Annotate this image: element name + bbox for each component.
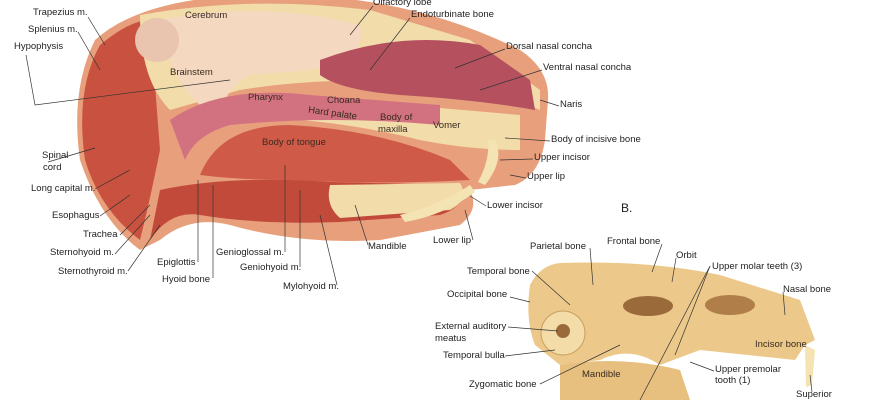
superior-incisor — [805, 345, 815, 387]
lower-incisor-shape — [400, 185, 475, 222]
brain — [160, 11, 362, 110]
label-occipital-bone: Occipital bone — [447, 289, 508, 300]
label-brainstem: Brainstem — [170, 67, 213, 78]
orbit-shape — [623, 296, 673, 316]
label-esophagus: Esophagus — [52, 210, 100, 221]
label-body-of-maxilla-1: Body of — [380, 112, 413, 123]
mandible-b — [560, 361, 690, 400]
leader-lines-a — [25, 5, 560, 286]
label-hyoid-bone: Hyoid bone — [162, 274, 211, 285]
auditory-meatus — [556, 324, 570, 338]
panel-b-title: B. — [621, 201, 633, 215]
label-spinal-cord-1: Spinal — [42, 150, 69, 161]
label-spinal-cord-2: cord — [43, 162, 62, 173]
label-zygomatic-bone: Zygomatic bone — [469, 379, 537, 390]
label-sternohyoid: Sternohyoid m. — [50, 247, 114, 258]
label-ventral-nasal-concha: Ventral nasal concha — [543, 62, 632, 73]
label-upper-lip: Upper lip — [527, 171, 566, 182]
label-body-of-tongue: Body of tongue — [262, 137, 326, 148]
label-external-auditory-1: External auditory — [435, 321, 507, 332]
label-upper-incisor: Upper incisor — [534, 152, 590, 163]
sagittal-head-section — [77, 0, 549, 250]
label-upper-premolar-2: tooth (1) — [715, 375, 751, 386]
label-mandible-b: Mandible — [582, 369, 621, 380]
label-body-of-maxilla-2: maxilla — [378, 124, 408, 135]
label-trachea: Trachea — [83, 229, 118, 240]
label-epiglottis: Epiglottis — [157, 257, 196, 268]
label-incisor-bone: Incisor bone — [755, 339, 807, 350]
label-genioglossal: Genioglossal m. — [216, 247, 285, 258]
label-body-of-incisive-bone: Body of incisive bone — [551, 134, 641, 145]
label-temporal-bone: Temporal bone — [467, 266, 530, 277]
label-upper-premolar-1: Upper premolar — [715, 364, 781, 375]
nasal-opening — [705, 295, 755, 315]
label-naris: Naris — [560, 99, 583, 110]
nasal-cavity — [320, 40, 535, 110]
label-geniohyoid: Geniohyoid m. — [240, 262, 302, 273]
label-superior: Superior — [796, 389, 832, 400]
label-hypophysis: Hypophysis — [14, 41, 64, 52]
label-vomer: Vomer — [433, 120, 461, 131]
label-splenius: Splenius m. — [28, 24, 78, 35]
label-nasal-bone: Nasal bone — [783, 284, 832, 295]
label-cerebrum: Cerebrum — [185, 10, 228, 21]
label-pharynx: Pharynx — [248, 92, 283, 103]
label-lower-incisor: Lower incisor — [487, 200, 543, 211]
neck-muscles — [82, 20, 160, 240]
label-mandible-a: Mandible — [368, 241, 407, 252]
label-mylohyoid: Mylohyoid m. — [283, 281, 339, 292]
label-parietal-bone: Parietal bone — [530, 241, 586, 252]
oral-mucosa — [170, 92, 440, 160]
skull-outline — [528, 262, 815, 365]
label-endoturbinate-bone: Endoturbinate bone — [411, 9, 494, 20]
label-orbit: Orbit — [676, 250, 697, 261]
label-long-capital: Long capital m. — [31, 183, 96, 194]
upper-incisor-shape — [478, 140, 499, 185]
label-frontal-bone: Frontal bone — [607, 236, 661, 247]
skull-lateral-view — [528, 262, 815, 400]
tongue — [200, 125, 470, 183]
label-olfactory-lobe: Olfactory lobe — [373, 0, 432, 8]
label-choana: Choana — [327, 95, 361, 106]
label-external-auditory-2: meatus — [435, 333, 467, 344]
cerebellum — [135, 18, 179, 62]
label-upper-molar-teeth: Upper molar teeth (3) — [712, 261, 803, 272]
label-lower-lip: Lower lip — [433, 235, 472, 246]
label-temporal-bulla: Temporal bulla — [443, 350, 505, 361]
label-sternothyroid: Sternothyroid m. — [58, 266, 128, 277]
leader-lines-b — [504, 243, 813, 400]
label-dorsal-nasal-concha: Dorsal nasal concha — [506, 41, 593, 52]
label-trapezius: Trapezius m. — [33, 7, 88, 18]
